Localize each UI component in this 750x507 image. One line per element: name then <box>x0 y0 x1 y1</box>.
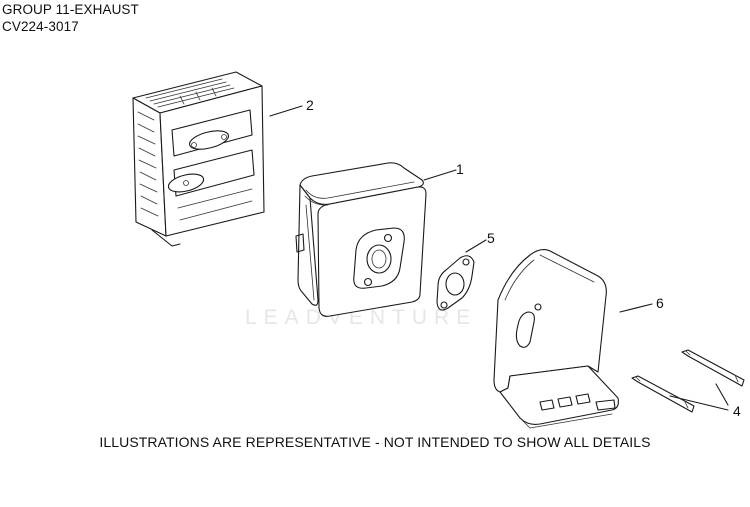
muffler[interactable] <box>295 162 427 317</box>
exhaust-studs[interactable] <box>631 349 745 413</box>
callout-2: 2 <box>306 97 314 113</box>
callout-4: 4 <box>733 403 741 419</box>
group-title: GROUP 11-EXHAUST <box>2 2 139 17</box>
muffler-heat-shield[interactable] <box>132 71 265 247</box>
exhaust-gasket[interactable] <box>436 255 475 311</box>
model-code: CV224-3017 <box>2 19 79 34</box>
callout-6: 6 <box>656 295 664 311</box>
watermark-text: LEADVENTURE <box>245 306 477 329</box>
exhaust-deflector-shield[interactable] <box>493 249 619 429</box>
callout-1: 1 <box>456 161 464 177</box>
illustration-disclaimer: ILLUSTRATIONS ARE REPRESENTATIVE - NOT I… <box>99 434 651 450</box>
callout-5: 5 <box>487 230 495 246</box>
leader-lines <box>269 105 729 411</box>
